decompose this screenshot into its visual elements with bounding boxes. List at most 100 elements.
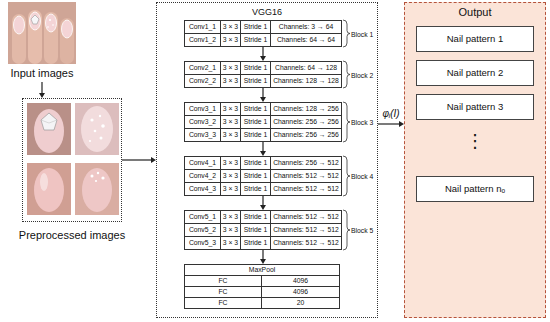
network-box: VGG16Conv1_13 × 3Stride 1Channels: 3 → 6… (156, 2, 378, 318)
preprocessed-photos (82, 168, 112, 212)
input-photo (46, 14, 57, 32)
table-cell: Conv3_3 (185, 129, 220, 141)
fc-grid: MaxPoolFC4096FC4096FC20 (185, 265, 339, 308)
table-cell: 3 × 3 (221, 224, 240, 236)
input-photo (8, 2, 76, 64)
table-cell: Channels: 3 → 64 (271, 21, 341, 33)
arrow-line (262, 88, 263, 98)
table-cell: 3 × 3 (221, 211, 240, 223)
output-box: OutputNail pattern 1 Nail pattern 2 Nail p… (404, 2, 546, 318)
block-label: Block 4 (351, 172, 373, 181)
input-photo (49, 19, 51, 21)
table-cell: 4096 (262, 276, 339, 286)
table-cell: 3 × 3 (221, 129, 240, 141)
table-cell: 3 × 3 (221, 34, 240, 46)
input-photo (14, 16, 25, 34)
block-bracket (343, 156, 350, 196)
pattern-label: Nail pattern 3 (447, 101, 504, 113)
table-cell: Conv4_1 (185, 157, 220, 169)
table-cell: Channels: 512 → 512 (271, 170, 341, 182)
table-cell: Stride 1 (241, 237, 270, 249)
table-cell: Conv2_2 (185, 75, 220, 87)
table-cell: Channels: 256 → 256 (271, 116, 341, 128)
block-label: Block 3 (351, 118, 373, 127)
table-cell: 3 × 3 (221, 237, 240, 249)
preprocessed-photos (75, 103, 119, 155)
pattern-box: Nail pattern 2 (416, 60, 534, 86)
ellipsis: ⋮ (466, 130, 484, 152)
flow-arrow (260, 47, 266, 61)
table-cell: 3 × 3 (221, 62, 240, 74)
input-photo (31, 15, 39, 24)
preprocessed-photos (99, 115, 101, 117)
table-cell: FC (185, 276, 261, 286)
table-cell: Channels: 512 → 512 (271, 237, 341, 249)
block-bracket (343, 61, 350, 88)
table-cell: Stride 1 (241, 103, 270, 115)
conv-block: Conv5_13 × 3Stride 1Channels: 512 → 512C… (184, 210, 342, 250)
preprocessed-photos (34, 109, 64, 153)
table-cell: Stride 1 (241, 34, 270, 46)
table-cell: 3 × 3 (221, 116, 240, 128)
layer-table: Conv4_13 × 3Stride 1Channels: 256 → 512C… (185, 157, 341, 195)
table-cell: MaxPool (185, 265, 339, 275)
preprocessed-photos (81, 106, 113, 152)
arrow-line (378, 123, 400, 124)
input-photo (8, 2, 76, 64)
block-bracket (343, 20, 350, 47)
preprocessed-photos (89, 140, 91, 142)
input-photo (12, 14, 26, 64)
table-cell: Stride 1 (241, 170, 270, 182)
table-cell: Channels: 256 → 512 (271, 157, 341, 169)
arrow-line (41, 82, 42, 94)
table-cell: Channels: 64 → 128 (271, 62, 341, 74)
preprocessed-photos (91, 175, 94, 178)
input-image: Input images (5, 2, 79, 82)
preprocessed-photos (101, 124, 105, 128)
flow-arrow (39, 82, 45, 98)
table-cell: Stride 1 (241, 224, 270, 236)
block-bracket (343, 20, 350, 250)
table-cell: Conv3_1 (185, 103, 220, 115)
table-cell: Channels: 256 → 256 (271, 129, 341, 141)
table-cell: Channels: 512 → 512 (271, 224, 341, 236)
preprocessed-photos (95, 180, 97, 182)
image-caption: Input images (5, 67, 79, 80)
table-cell: 3 × 3 (221, 170, 240, 182)
table-cell: Conv1_1 (185, 21, 220, 33)
table-cell: Conv2_1 (185, 62, 220, 74)
preprocessed-photos (41, 120, 57, 123)
block-label: Block 5 (351, 226, 373, 235)
table-cell: Conv5_2 (185, 224, 220, 236)
table-cell: Channels: 64 → 64 (271, 34, 341, 46)
block-label: Block 2 (351, 70, 373, 79)
table-cell: Stride 1 (241, 183, 270, 195)
input-photo (60, 18, 74, 64)
preprocessed-photos (41, 113, 57, 130)
box-title: Output (405, 6, 545, 18)
table-cell: Channels: 128 → 256 (271, 103, 341, 115)
conv-block: Conv2_13 × 3Stride 1Channels: 64 → 128Co… (184, 61, 342, 88)
flow-arrow (122, 157, 156, 163)
conv-block: Conv3_13 × 3Stride 1Channels: 128 → 256C… (184, 102, 342, 142)
preprocessed-photos (94, 130, 97, 133)
table-cell: Stride 1 (241, 211, 270, 223)
table-cell: Stride 1 (241, 129, 270, 141)
pattern-box: Nail pattern 1 (416, 26, 534, 52)
table-cell: FC (185, 298, 261, 308)
box-caption: Preprocessed images (19, 229, 125, 242)
table-cell: Channels: 512 → 512 (271, 211, 341, 223)
preprocessed-photos (75, 163, 119, 215)
table-cell: Stride 1 (241, 21, 270, 33)
pattern-label: Nail pattern nₒ (445, 183, 505, 195)
flow-arrow (260, 142, 266, 156)
table-cell: FC (185, 287, 261, 297)
pattern-label: Nail pattern 2 (447, 67, 504, 79)
layer-table: Conv5_13 × 3Stride 1Channels: 512 → 512C… (185, 211, 341, 249)
preprocessed-photos (40, 173, 48, 191)
flow-arrow (260, 196, 266, 210)
preprocessed-photos (101, 176, 104, 179)
table-cell: Conv3_2 (185, 116, 220, 128)
conv-block: Conv1_13 × 3Stride 1Channels: 3 → 64Conv… (184, 20, 342, 47)
table-cell: 3 × 3 (221, 157, 240, 169)
